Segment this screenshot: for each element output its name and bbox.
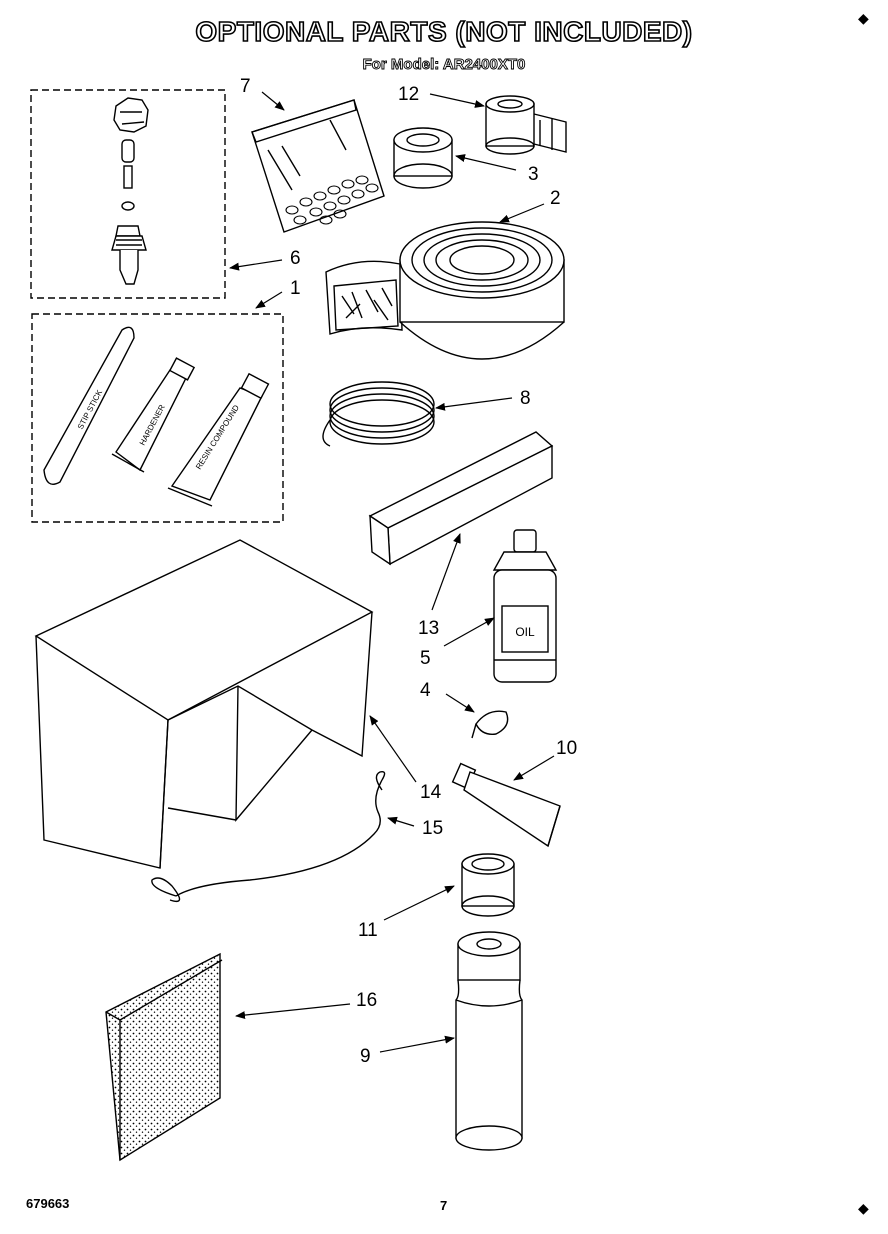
callout-10: 10 (556, 738, 577, 759)
callout-3: 3 (528, 164, 539, 185)
callout-9: 9 (360, 1046, 371, 1067)
callout-15: 15 (422, 818, 443, 839)
part-10-sealant-tube (451, 762, 561, 848)
callout-14: 14 (420, 782, 442, 803)
callout-13: 13 (418, 618, 439, 639)
callout-2: 2 (550, 188, 561, 209)
callout-5: 5 (420, 648, 431, 669)
part-16-filter-pad (105, 952, 223, 1162)
part-1-repair-kit: STIP STICK HARDENER RESIN COMPOUND (43, 326, 270, 507)
part-5-oil-bottle: OIL (492, 529, 558, 683)
part-1-box (31, 313, 284, 523)
part-12-tape-roll (485, 95, 567, 155)
model-subtitle: For Model: AR2400XT0 (362, 56, 526, 74)
corner-diamond-bottom-right: ◆ (858, 1200, 869, 1216)
callout-4: 4 (420, 680, 431, 701)
part-2-insulation-roll (325, 221, 565, 360)
callout-6: 6 (290, 248, 301, 269)
oil-label: OIL (515, 625, 535, 639)
part-11-can (461, 853, 515, 917)
part-9-spray-can (455, 931, 523, 1151)
document-number: 679663 (26, 1196, 70, 1211)
part-8-wire-coil (322, 381, 435, 447)
callout-12: 12 (398, 84, 419, 105)
part-7-hardware-bag (251, 99, 385, 233)
page-number: 7 (440, 1198, 448, 1213)
callout-8: 8 (520, 388, 531, 409)
callout-7: 7 (240, 76, 251, 97)
callout-11: 11 (358, 920, 378, 941)
callout-16: 16 (356, 990, 377, 1011)
part-4-capsule (471, 710, 509, 739)
part-3-tape-roll (393, 127, 453, 189)
leader-lines (229, 91, 555, 1053)
part-13-foam-block (368, 431, 554, 566)
part-6-box (30, 89, 226, 299)
corner-diamond-top-right: ◆ (858, 10, 869, 26)
page-title: OPTIONAL PARTS (NOT INCLUDED) (195, 15, 693, 48)
part-15-cord (151, 770, 386, 903)
part-14-cover (34, 539, 374, 869)
part-6-flare-valve (111, 97, 149, 285)
callout-1: 1 (290, 278, 301, 299)
